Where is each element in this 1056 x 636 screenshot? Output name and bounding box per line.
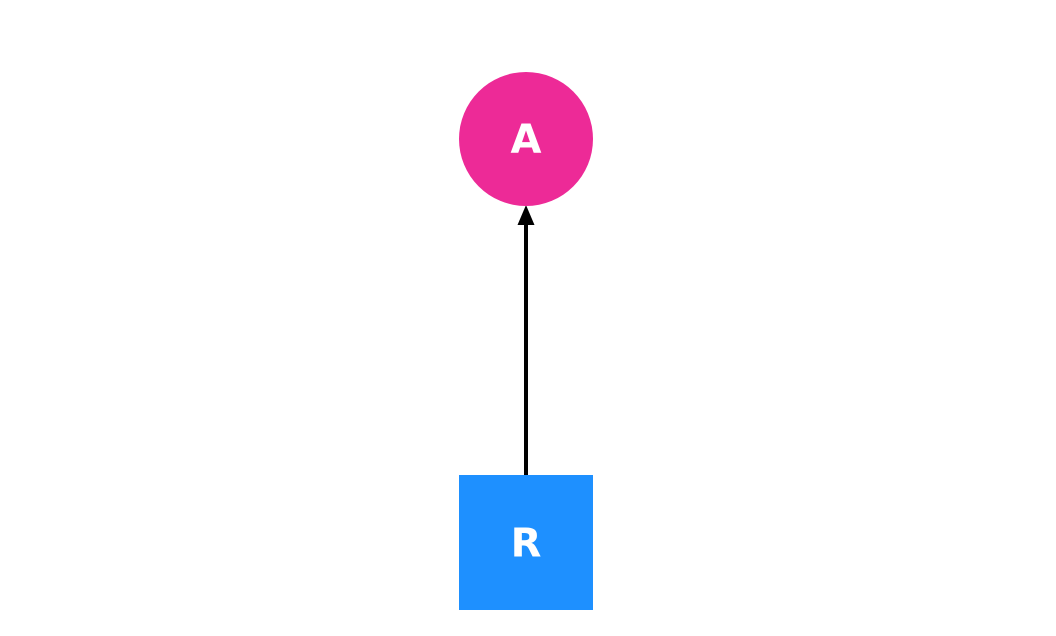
node-r-rect[interactable]: [459, 475, 593, 610]
edge-r-to-a[interactable]: [517, 205, 535, 475]
arrowhead-icon: [517, 205, 535, 225]
node-a-circle[interactable]: [459, 72, 593, 206]
node-r-label: R: [511, 521, 542, 567]
node-a-label: A: [511, 117, 542, 163]
node-r[interactable]: R: [459, 475, 593, 610]
node-a[interactable]: A: [459, 72, 593, 206]
